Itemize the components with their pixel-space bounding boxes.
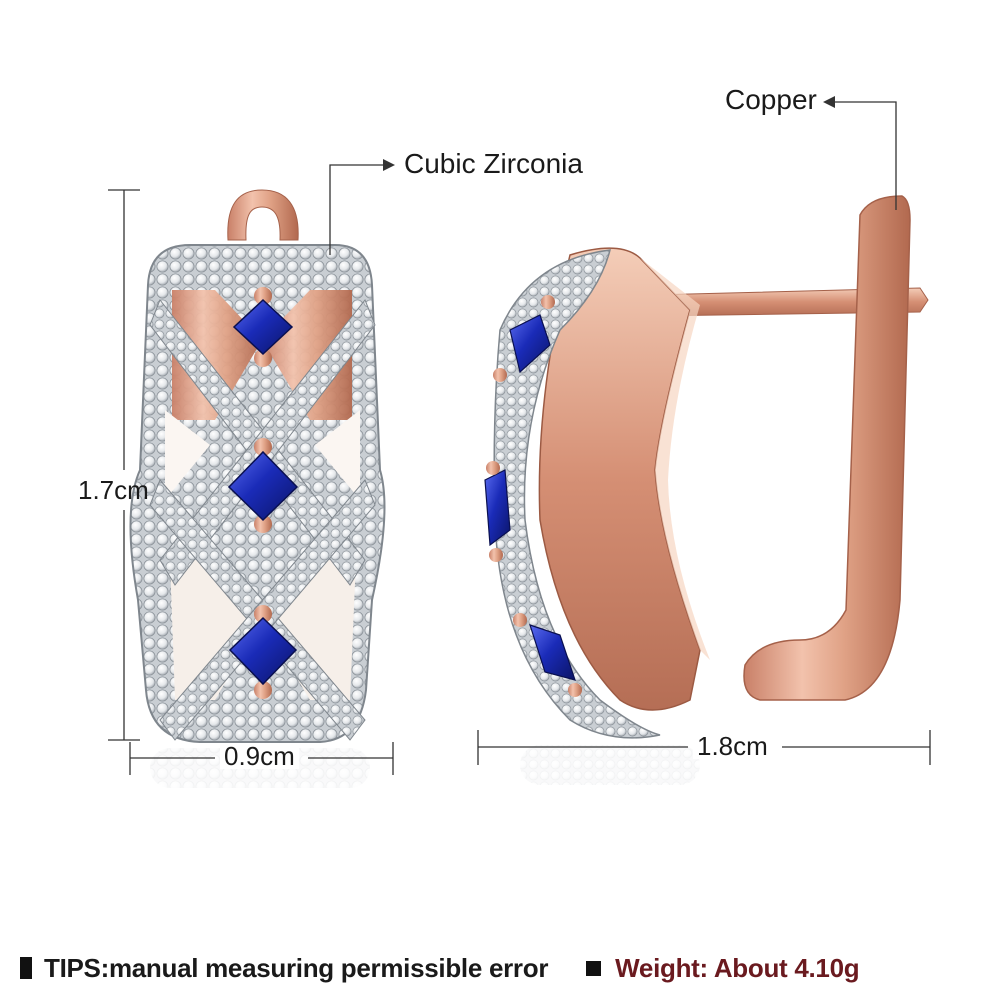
tips-bullet-icon — [20, 957, 32, 979]
arrow-heads — [383, 96, 835, 171]
front-earring — [129, 189, 386, 743]
footer-bar: TIPS:manual measuring permissible error … — [20, 950, 981, 986]
dimension-lines — [108, 101, 931, 775]
weight-bullet-icon — [586, 960, 602, 976]
side-earring — [484, 195, 929, 739]
height-label: 1.7cm — [78, 475, 149, 505]
side-width-label: 1.8cm — [693, 733, 772, 759]
copper-label: Copper — [725, 84, 817, 115]
tips-text: TIPS:manual measuring permissible error — [44, 952, 549, 983]
weight-text: Weight: About 4.10g — [615, 952, 860, 983]
front-width-label: 0.9cm — [220, 743, 299, 769]
sapphire-stones — [227, 287, 299, 699]
cubic-zirconia-label: Cubic Zirconia — [404, 148, 583, 179]
